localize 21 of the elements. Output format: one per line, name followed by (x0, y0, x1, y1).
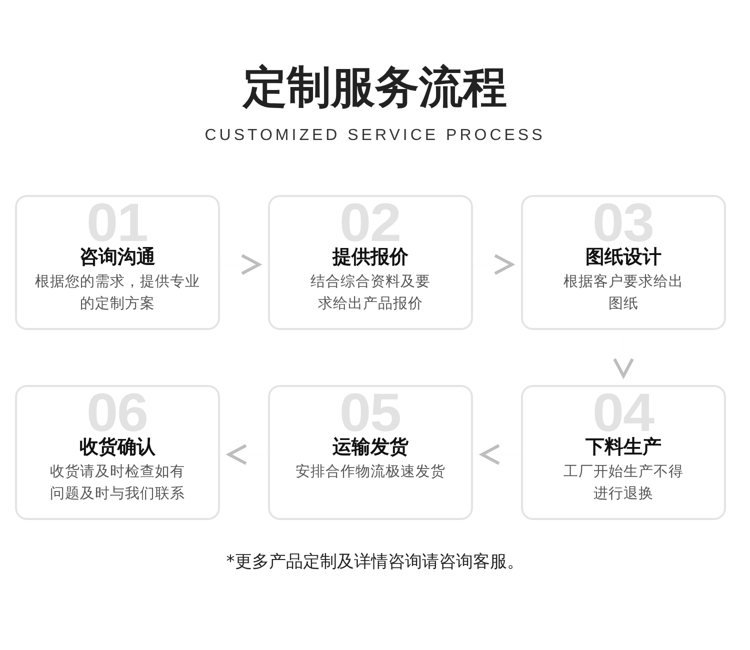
title: 定制服务流程 (241, 61, 508, 115)
step-title: 运输发货 (332, 435, 408, 459)
step-description: 工厂开始生产不得进行退换 (562, 463, 684, 504)
step-card (15, 385, 220, 520)
step-description: 根据客户要求给出图纸 (562, 272, 684, 314)
step-title: 咨询沟通 (80, 245, 156, 269)
step-title: 图纸设计 (586, 245, 662, 269)
step-description: 结合综合资料及要求给出产品报价 (310, 273, 432, 314)
subtitle: CUSTOMIZED SERVICE PROCESS (204, 127, 546, 145)
step-title: 下料生产 (586, 435, 662, 459)
step-card (521, 195, 726, 330)
step-card (268, 195, 473, 330)
step-description: 收货请及时检查如有问题及时与我们联系 (49, 463, 186, 504)
step-card (15, 195, 220, 330)
step-title: 收货确认 (80, 435, 156, 459)
step-card (268, 385, 473, 520)
step-description: 根据您的需求，提供专业的定制方案 (34, 273, 201, 314)
step-description: 安排合作物流极速发货 (294, 462, 446, 482)
footnote: *更多产品定制及详情咨询请咨询客服。 (225, 551, 525, 573)
step-title: 提供报价 (332, 245, 408, 269)
step-card (521, 385, 726, 520)
